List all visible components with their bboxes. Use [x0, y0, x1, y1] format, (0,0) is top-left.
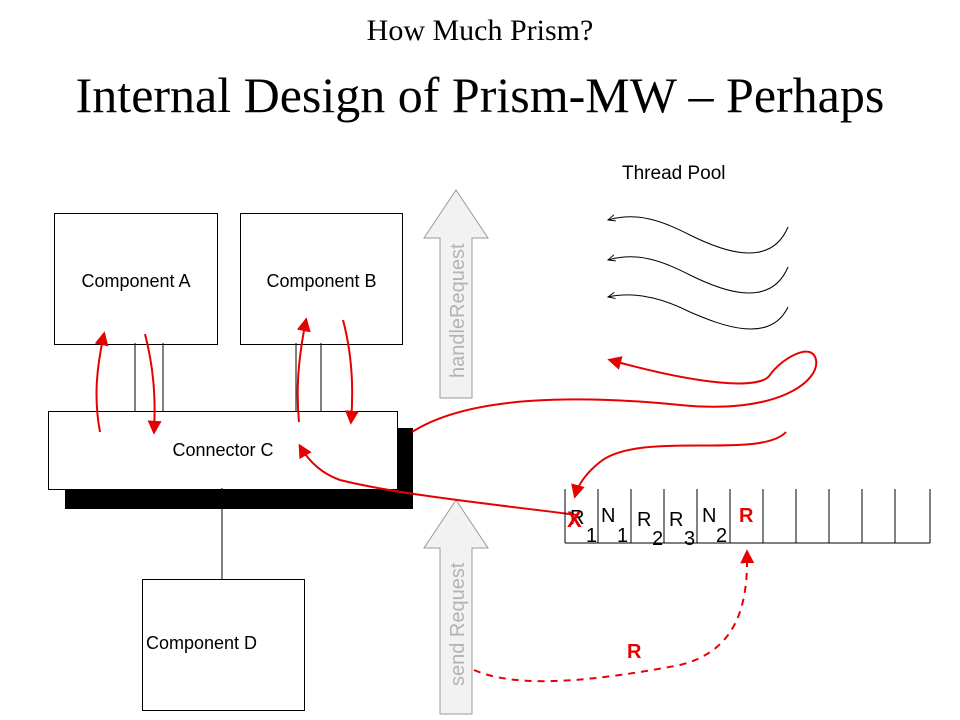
red-thread-loop — [411, 350, 818, 433]
component-b-label: Component B — [266, 271, 377, 291]
queue-r2-sub: 2 — [652, 528, 663, 550]
handle-request-label: handleRequest — [447, 243, 469, 378]
queue-n2-letter: N — [702, 505, 716, 527]
queue-entries: R 1 X N 1 R 2 R 3 N 2 R — [567, 505, 754, 550]
queue-r3-sub: 3 — [684, 528, 695, 550]
thread-pool-label: Thread Pool — [622, 163, 726, 184]
queue-r1-sub: 1 — [586, 525, 597, 547]
thread-arrow-2 — [608, 257, 789, 294]
thread-pool-arrows — [608, 217, 789, 330]
handle-request-arrow — [423, 189, 489, 399]
slide-subtitle: How Much Prism? — [366, 14, 594, 47]
component-a[interactable]: Component A — [54, 213, 218, 345]
connection-lines — [134, 343, 322, 579]
queue-n1-sub: 1 — [617, 525, 628, 547]
component-b[interactable]: Component B — [240, 213, 403, 345]
queue-r2-letter: R — [637, 509, 651, 531]
queue-r1-letter: R — [570, 507, 584, 529]
red-up-a — [94, 331, 109, 433]
red-send-dashed — [473, 549, 755, 683]
queue-x-mark: X — [567, 507, 582, 532]
thread-arrow-3 — [608, 295, 789, 330]
component-d-label: Component D — [146, 633, 258, 653]
send-request-label: send Request — [447, 562, 469, 686]
red-thread-dispatch — [571, 431, 787, 499]
request-queue — [564, 489, 931, 544]
connector-c[interactable]: Connector C — [48, 411, 398, 490]
slide-title: Internal Design of Prism-MW – Perhaps — [75, 67, 885, 123]
connector-c-label: Connector C — [172, 440, 274, 460]
red-down-b — [342, 319, 359, 425]
queue-new-r: R — [739, 505, 754, 527]
component-a-label: Component A — [81, 271, 191, 291]
component-d[interactable]: Component D — [142, 579, 305, 711]
red-down-a — [144, 333, 162, 435]
queue-r3-letter: R — [669, 509, 683, 531]
red-flows — [94, 317, 818, 683]
queue-n1-letter: N — [601, 505, 615, 527]
incoming-request-label: R — [627, 641, 642, 663]
queue-n2-sub: 2 — [716, 525, 727, 547]
thread-arrow-1 — [608, 217, 789, 254]
send-request-arrow — [423, 499, 489, 715]
red-to-connector — [298, 443, 578, 516]
red-up-b — [296, 317, 311, 423]
